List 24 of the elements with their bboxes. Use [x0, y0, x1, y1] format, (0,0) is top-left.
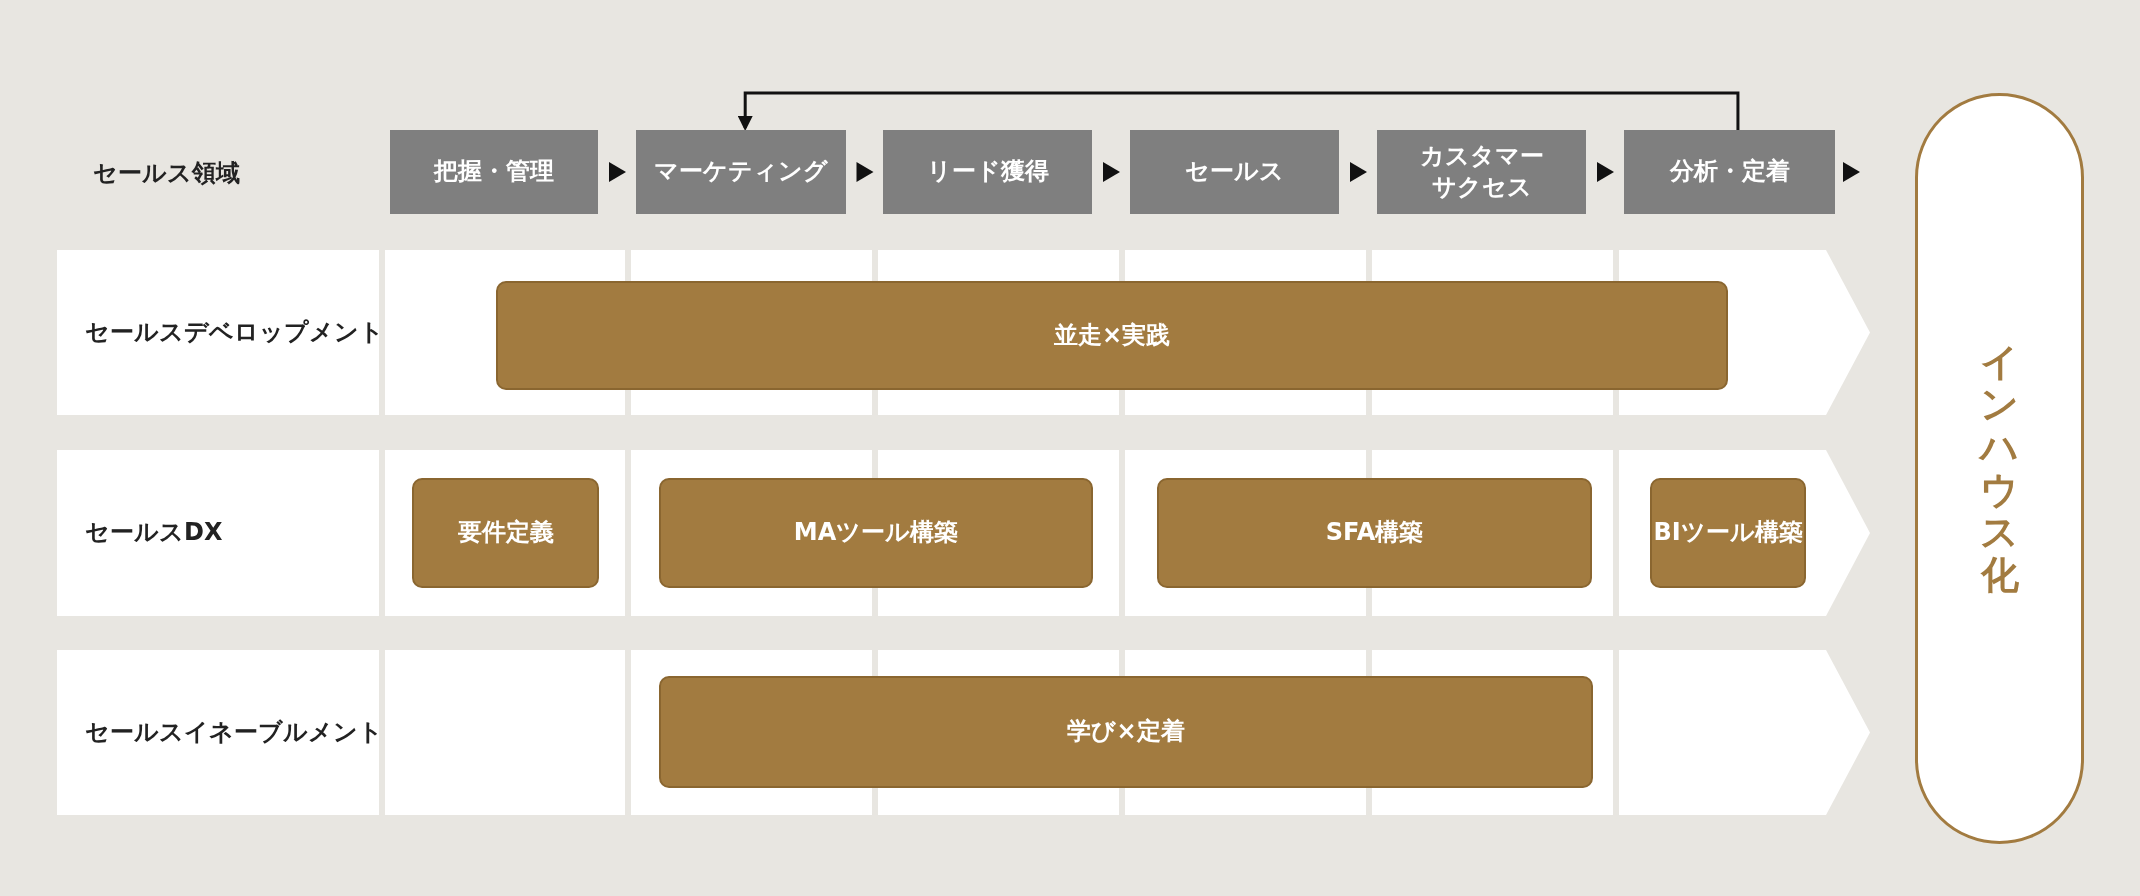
- arrow: [1350, 162, 1367, 182]
- row-label: セールスデベロップメント: [57, 250, 379, 415]
- process-box: リード獲得: [883, 130, 1092, 214]
- process-box: セールス: [1130, 130, 1339, 214]
- task-bar: MAツール構築: [659, 478, 1093, 588]
- row-label: セールスイネーブルメント: [57, 650, 379, 815]
- arrow: [1843, 162, 1860, 182]
- row-label: セールスDX: [57, 450, 379, 616]
- task-bar: 要件定義: [412, 478, 599, 588]
- task-bar: 学び×定着: [659, 676, 1593, 788]
- arrow: [856, 162, 874, 182]
- process-box: 把握・管理: [390, 130, 598, 214]
- process-box: マーケティング: [636, 130, 846, 214]
- arrow: [1597, 162, 1614, 182]
- process-box: カスタマーサクセス: [1377, 130, 1586, 214]
- arrow: [737, 91, 1740, 131]
- task-bar: 並走×実践: [496, 281, 1728, 390]
- arrow: [609, 162, 626, 182]
- task-bar: BIツール構築: [1650, 478, 1806, 588]
- task-bar: SFA構築: [1157, 478, 1592, 588]
- row-heading: セールス領域: [93, 158, 240, 189]
- rounded-banner: インハウス化: [1915, 93, 2084, 844]
- process-box: 分析・定着: [1624, 130, 1835, 214]
- arrow: [1103, 162, 1120, 182]
